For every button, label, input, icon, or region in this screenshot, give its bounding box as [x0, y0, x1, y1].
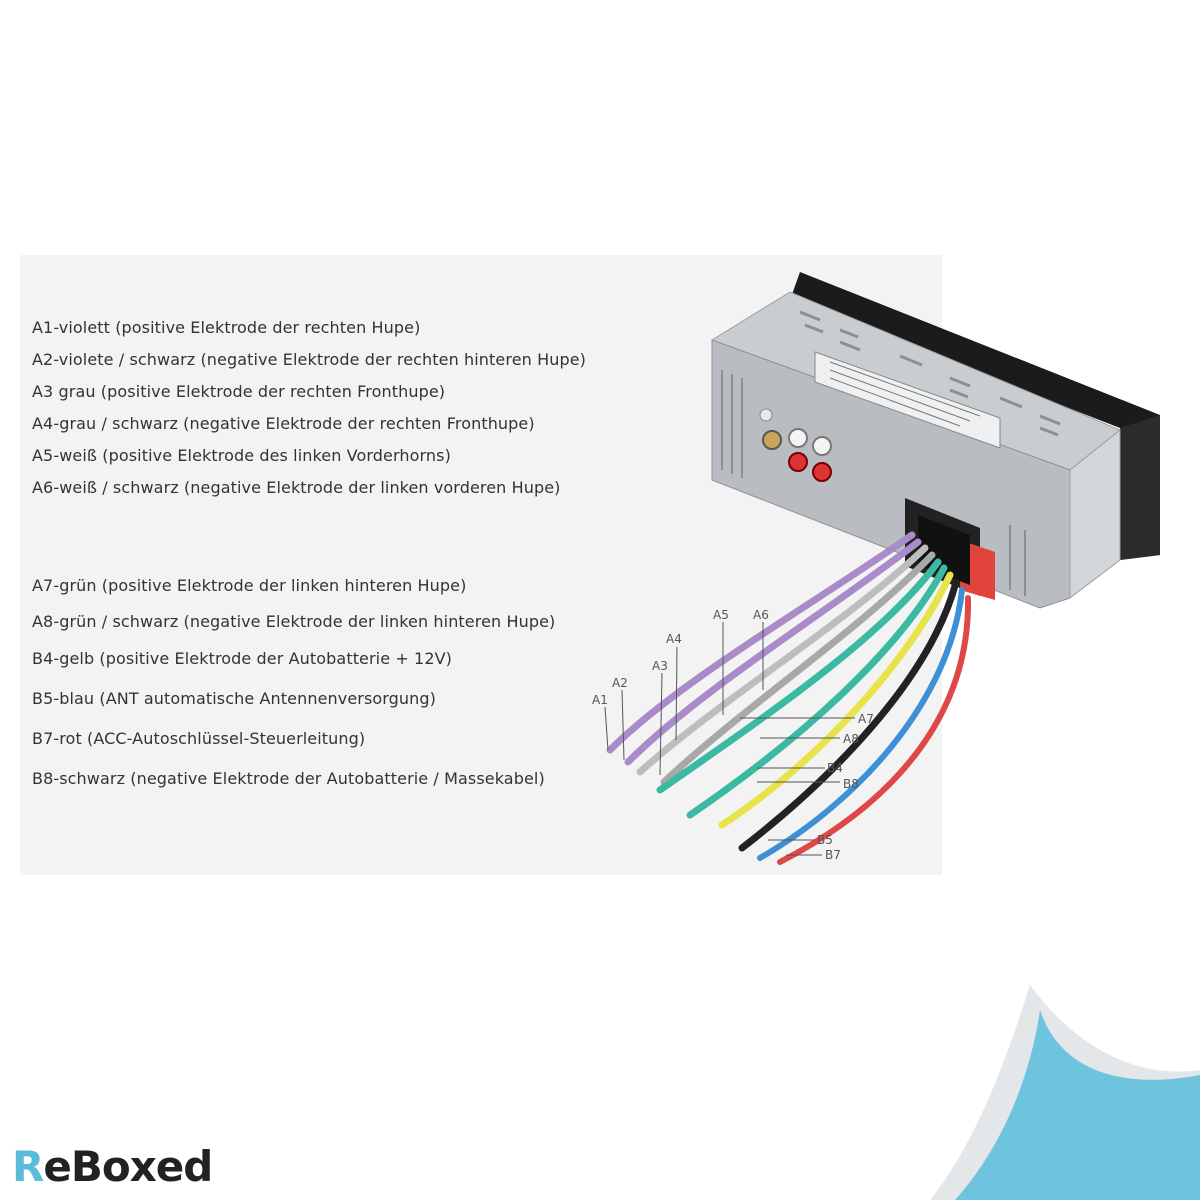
wire-b8-black	[738, 578, 960, 852]
label-a1: A1	[592, 693, 608, 707]
antenna-socket	[762, 430, 782, 450]
top-panel-stampings	[799, 310, 1061, 437]
radio-side-panel	[1069, 428, 1121, 600]
radio-rear-panel	[711, 339, 1071, 609]
screw-hole	[759, 408, 773, 422]
rca-white-1	[788, 428, 808, 448]
radio-front-side	[1120, 415, 1160, 560]
wire-b5-blue	[757, 587, 965, 861]
rear-vents	[721, 370, 1026, 596]
wire-a1-violet	[606, 531, 916, 754]
legend-a1: A1-violett (positive Elektrode der recht…	[32, 318, 421, 337]
label-a8: A8	[843, 732, 859, 746]
label-b4: B4	[827, 761, 843, 775]
label-b5: B5	[817, 833, 833, 847]
iso-connector	[905, 498, 995, 600]
rca-white-2	[812, 436, 832, 456]
legend-a6: A6-weiß / schwarz (negative Elektrode de…	[32, 478, 561, 497]
label-a3: A3	[652, 659, 668, 673]
sticker-text-lines	[829, 361, 981, 427]
legend-a2: A2-violete / schwarz (negative Elektrode…	[32, 350, 586, 369]
label-a5: A5	[713, 608, 729, 622]
legend-a7: A7-grün (positive Elektrode der linken h…	[32, 576, 467, 595]
wire-a8-green-black	[686, 564, 948, 819]
label-b7: B7	[825, 848, 841, 862]
rca-red-2	[812, 462, 832, 482]
legend-b5: B5-blau (ANT automatische Antennenversor…	[32, 689, 437, 708]
legend-a5: A5-weiß (positive Elektrode des linken V…	[32, 446, 451, 465]
car-radio-unit	[710, 272, 1160, 609]
label-leaders	[604, 622, 855, 856]
label-a6: A6	[753, 608, 769, 622]
wire-a7-green	[656, 558, 942, 794]
leader-a2	[621, 689, 625, 761]
legend-a8: A8-grün / schwarz (negative Elektrode de…	[32, 612, 556, 631]
label-b8: B8	[843, 777, 859, 791]
legend-b4: B4-gelb (positive Elektrode der Autobatt…	[32, 649, 452, 668]
wire-a3-grey	[636, 544, 929, 776]
wire-b4-yellow	[718, 571, 954, 829]
rca-red-1	[788, 452, 808, 472]
legend-a4: A4-grau / schwarz (negative Elektrode de…	[32, 414, 535, 433]
legend-b7: B7-rot (ACC-Autoschlüssel-Steuerleitung)	[32, 729, 366, 748]
leader-a3	[659, 672, 663, 776]
rca-sockets	[759, 408, 832, 482]
wire-a2-violet-black	[624, 538, 922, 766]
label-a4: A4	[666, 632, 682, 646]
leader-a1	[604, 706, 609, 751]
wire-b7-red	[777, 595, 972, 865]
label-a7: A7	[858, 712, 874, 726]
leader-a4	[675, 646, 678, 741]
wire-a4-grey-black	[660, 551, 936, 786]
legend-b8: B8-schwarz (negative Elektrode der Autob…	[32, 769, 545, 788]
legend-a3: A3 grau (positive Elektrode der rechten …	[32, 382, 446, 401]
label-a2: A2	[612, 676, 628, 690]
corner-curl-decoration	[930, 985, 1200, 1200]
wire-bundle	[606, 531, 972, 865]
reboxed-logo: ReBoxed	[12, 1142, 213, 1191]
